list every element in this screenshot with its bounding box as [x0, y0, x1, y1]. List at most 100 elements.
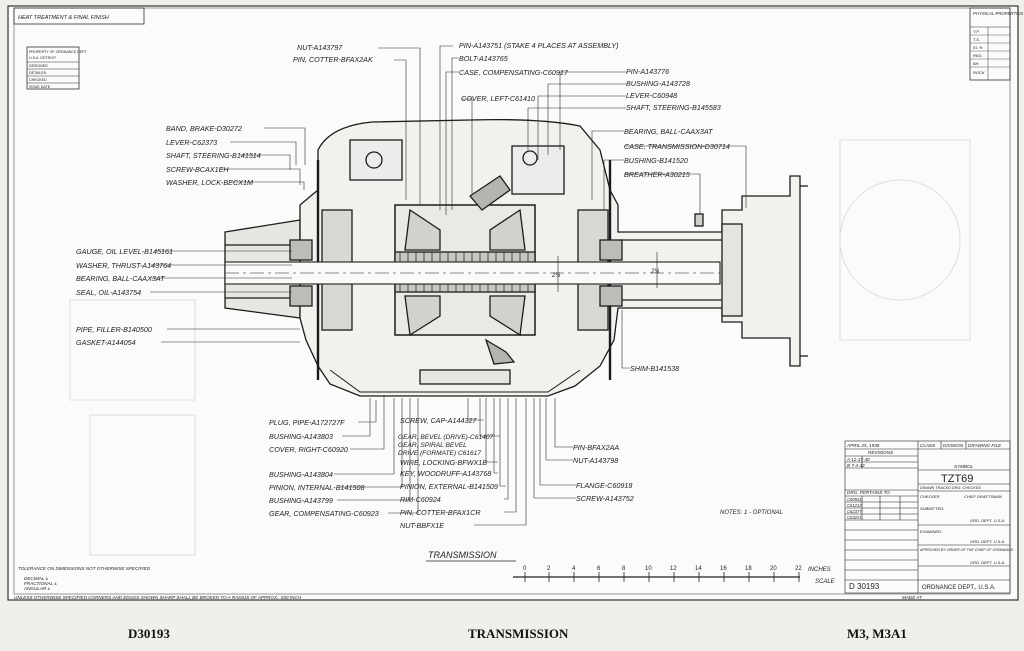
part-label: NUT-A143797	[297, 43, 343, 52]
tolerance-note: TOLERANCE ON DIMENSIONS NOT OTHERWISE SP…	[18, 566, 151, 591]
examined-label: EXAMINED:	[920, 529, 942, 534]
transmission-section	[224, 118, 808, 397]
part-label: GAUGE, OIL LEVEL-B145161	[76, 247, 173, 256]
part-label: BOLT-A143765	[459, 54, 509, 63]
part-label: KEY, WOODRUFF-A143768	[400, 469, 491, 478]
part-label: BUSHING-A143803	[269, 432, 333, 441]
pertain-row: C62377	[847, 509, 862, 514]
stamp-line: PROPERTY OF ORDNANCE DEPT.	[29, 50, 88, 54]
part-label: PINION, EXTERNAL-B141509	[400, 482, 498, 491]
scale-bar: 0 2 4 6 8 10 12 14 16 18 20 22 INCHES SC…	[513, 566, 836, 585]
scale-tick-label: 4	[572, 566, 576, 572]
scale-tick-label: 16	[720, 566, 727, 572]
prop-row: BH	[973, 61, 979, 66]
title-block	[844, 440, 1011, 594]
part-label: CASE, TRANSMISSION-D30714	[624, 142, 730, 151]
scale-tick-label: 12	[670, 566, 677, 572]
pertains-label: DRG. PERTAINS TO	[847, 490, 890, 495]
symbol-label: SYMBOL	[954, 464, 974, 469]
part-label: FLANGE-C60918	[576, 481, 632, 490]
prop-row: EL %	[973, 45, 983, 50]
approved-label: APPROVED BY ORDER OF THE CHIEF OF ORDNAN…	[919, 548, 1014, 552]
footer-drawing-number: D30193	[128, 626, 170, 641]
part-label: BUSHING-A143799	[269, 496, 333, 505]
part-label: SHIM-B141538	[630, 364, 679, 373]
drawing-number: D 30193	[849, 582, 880, 591]
pertain-row: C60931	[847, 497, 862, 502]
ord-dept: ORD. DEPT. U.S.A.	[970, 539, 1005, 544]
stamp-line: CHECKED	[29, 78, 47, 82]
tolerance-line: FRACTIONAL ±	[24, 581, 57, 586]
scale-tick-label: 6	[597, 566, 601, 572]
drawing-file-header: DRAWING FILE	[968, 443, 1002, 448]
edge-note: UNLESS OTHERWISE SPECIFIED CORNERS AND E…	[14, 595, 302, 600]
header-label: HEAT TREATMENT & FINAL FINISH	[18, 15, 109, 21]
part-label: BUSHING-B141520	[624, 156, 688, 165]
scale-tick-label: 8	[622, 566, 626, 572]
part-label: PIN-BFAX2AA	[573, 443, 619, 452]
ordnance-dept: ORDNANCE DEPT., U.S.A.	[922, 585, 996, 591]
part-label: BREATHER-A30215	[624, 170, 691, 179]
footer-title: TRANSMISSION	[468, 626, 569, 641]
part-label: COVER, RIGHT-C60920	[269, 445, 348, 454]
dimension-label: 2¼	[650, 269, 659, 275]
revisions-label: REVISIONS	[868, 450, 894, 455]
leader-lines	[150, 45, 747, 526]
part-label: CASE, COMPENSATING-C60917	[459, 68, 569, 77]
part-label: WASHER, THRUST-A143764	[76, 261, 171, 270]
stamp-line: DETAILED	[29, 71, 47, 75]
part-label: COVER, LEFT-C61410	[461, 94, 535, 103]
part-label: GEAR, BEVEL (DRIVE)-C61407	[398, 434, 493, 441]
division-header: DIVISION	[943, 443, 964, 448]
scale-unit: INCHES	[808, 567, 831, 573]
pertain-row: C61212	[847, 503, 862, 508]
footer-model: M3, M3A1	[847, 626, 907, 641]
part-label: PINION, INTERNAL-B141508	[269, 483, 364, 492]
symbol-value: TZT69	[941, 473, 973, 485]
part-label: BEARING, BALL-CAAX3AT	[76, 274, 165, 283]
physical-properties-label: PHYSICAL PROPERTIES	[973, 11, 1023, 16]
part-label: WASHER, LOCK-BECX1M	[166, 178, 253, 187]
part-label: SEAL, OIL-A143754	[76, 288, 141, 297]
scale-tick-label: 0	[523, 566, 527, 572]
prop-row: Y.P.	[973, 29, 980, 34]
part-label: PLUG, PIPE-A172727F	[269, 418, 345, 427]
part-label: LEVER-C60948	[626, 91, 677, 100]
part-label: PIN-A143776	[626, 67, 669, 76]
title-date: APRIL 25, 1938	[846, 443, 880, 448]
scale-tick-label: 22	[795, 566, 802, 572]
part-label: WIRE, LOCKING-BFWX1B	[400, 458, 487, 467]
scale-tick-label: 20	[770, 566, 777, 572]
prop-row: ROCK	[973, 70, 985, 75]
part-label: SHAFT, STEERING-B145583	[626, 103, 721, 112]
checker-label: CHECKER	[920, 494, 940, 499]
ordnance-stamp: PROPERTY OF ORDNANCE DEPT. U.S.A. DETROI…	[26, 46, 88, 90]
part-label: RIM-C60924	[400, 495, 441, 504]
tolerance-heading: TOLERANCE ON DIMENSIONS NOT OTHERWISE SP…	[18, 566, 151, 571]
tolerance-line: DECIMAL ±	[24, 576, 49, 581]
part-label: LEVER-C62373	[166, 138, 217, 147]
part-label: PIN, COTTER-BFAX1CR	[400, 508, 481, 517]
scale-tick-label: 2	[547, 566, 551, 572]
part-label: SHAFT, STEERING-B141514	[166, 151, 261, 160]
scale-tick-label: 18	[745, 566, 752, 572]
stamp-line: ISSUE DATE	[29, 85, 51, 89]
tolerance-line: ANGULAR ±	[23, 586, 50, 591]
drawn-row: DRAWN TRACED DRG. CHECKED	[920, 486, 981, 490]
prop-row: RED.	[973, 53, 983, 58]
scale-tick-label: 14	[695, 566, 702, 572]
stamp-line: DESIGNED	[29, 64, 48, 68]
ord-dept: ORD. DEPT. U.S.A.	[970, 518, 1005, 523]
part-label: NUT-BBFX1E	[400, 521, 444, 530]
scale-word: SCALE	[815, 579, 836, 585]
chief-draftsman-label: CHIEF DRAFTSMAN	[964, 494, 1002, 499]
part-label: SCREW, CAP-A144327	[400, 416, 477, 425]
part-label: GEAR, SPIRAL BEVEL	[398, 442, 467, 449]
made-at: MADE AT	[902, 595, 923, 600]
pertain-row: C63221	[847, 515, 862, 520]
revision-row: A 12-17-40	[846, 457, 870, 462]
drawing-title: TRANSMISSION	[428, 550, 497, 560]
part-label: NUT-A143798	[573, 456, 618, 465]
